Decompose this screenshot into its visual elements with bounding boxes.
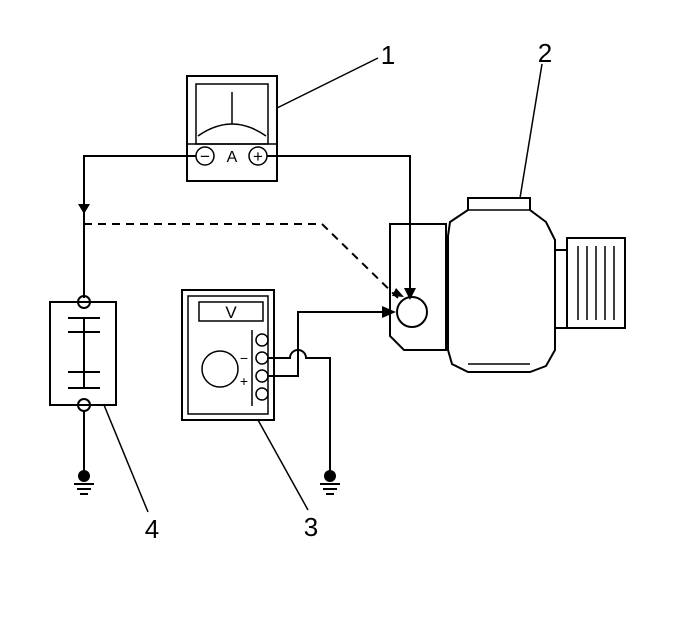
generator bbox=[389, 197, 626, 373]
svg-text:−: − bbox=[240, 350, 248, 366]
svg-text:+: + bbox=[253, 147, 263, 166]
callout-4: 4 bbox=[145, 514, 159, 544]
battery bbox=[49, 295, 117, 412]
dashed-lead bbox=[84, 223, 399, 299]
voltmeter: V − + bbox=[181, 289, 275, 421]
callout-1: 1 bbox=[381, 40, 395, 70]
callout-leader-1 bbox=[276, 57, 379, 109]
voltmeter-positive-jack bbox=[255, 369, 269, 383]
voltmeter-negative-wire bbox=[268, 349, 331, 474]
voltmeter-negative-jack bbox=[255, 351, 269, 365]
svg-text:−: − bbox=[200, 147, 210, 166]
generator-output-terminal bbox=[396, 296, 428, 328]
callout-leader-2 bbox=[519, 63, 543, 199]
voltmeter-jack-1 bbox=[255, 333, 269, 347]
arrow-icon bbox=[392, 288, 404, 297]
battery-positive-post bbox=[77, 295, 91, 309]
ammeter-unit-label: A bbox=[227, 149, 238, 166]
ammeter: − A + bbox=[186, 75, 278, 182]
callout-2: 2 bbox=[538, 38, 552, 68]
svg-text:+: + bbox=[240, 373, 248, 389]
voltmeter-unit-label: V bbox=[225, 303, 237, 322]
callout-leader-4 bbox=[103, 404, 149, 513]
arrow-down-icon bbox=[404, 288, 416, 300]
ground-icon bbox=[74, 470, 94, 495]
generator-pulley bbox=[566, 237, 626, 329]
ground-icon bbox=[320, 470, 340, 495]
arrow-down-icon bbox=[78, 204, 90, 214]
callout-3: 3 bbox=[304, 512, 318, 542]
voltmeter-positive-wire bbox=[268, 311, 392, 377]
voltmeter-jack-4 bbox=[255, 387, 269, 401]
callout-leader-3 bbox=[257, 419, 309, 511]
ammeter-positive-wire bbox=[267, 155, 411, 298]
ammeter-negative-wire bbox=[83, 155, 196, 298]
